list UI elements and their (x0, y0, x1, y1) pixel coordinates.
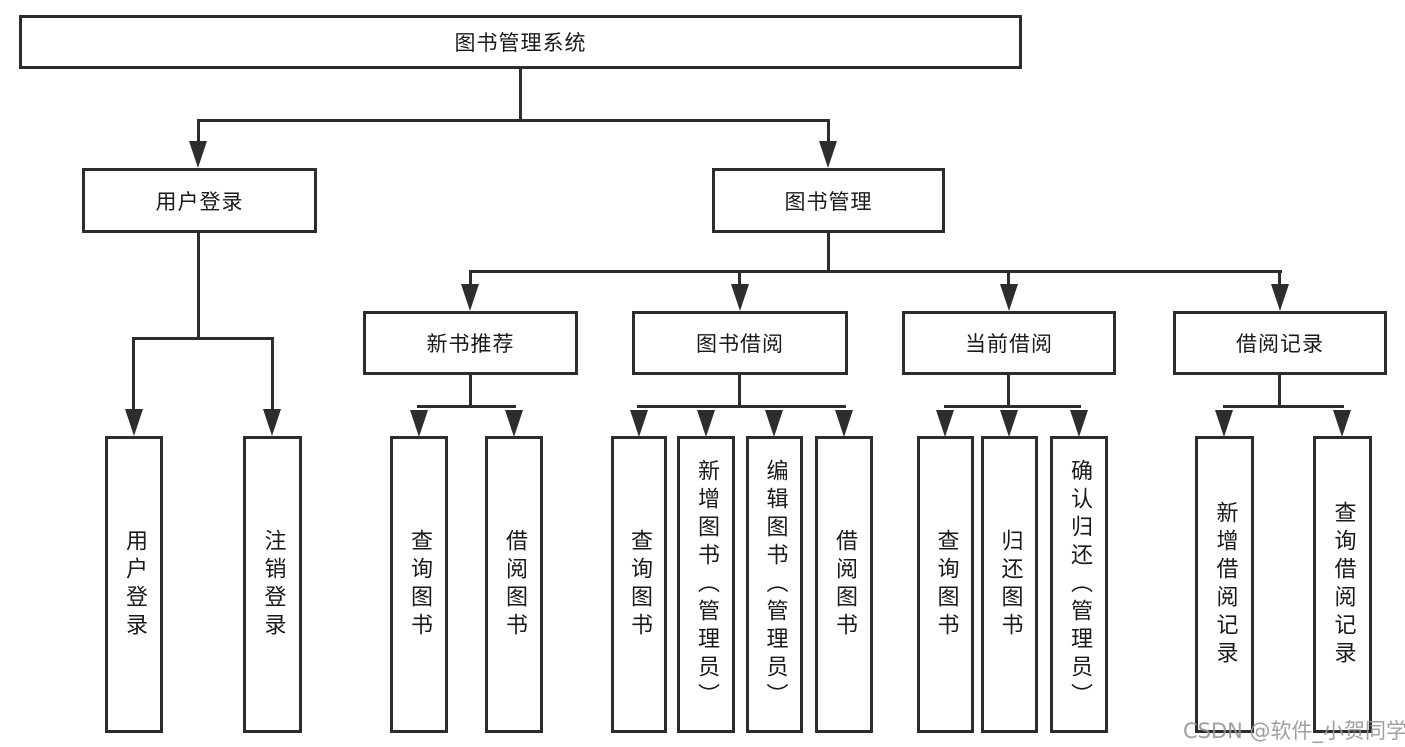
node-label: 用户登录 (155, 189, 244, 214)
arrowhead-leaf (1333, 410, 1351, 437)
leaf-label: 查询图书 (627, 528, 652, 641)
connector-shaft (197, 119, 200, 145)
connector-stem (469, 375, 472, 408)
arrowhead-leaf (410, 410, 428, 437)
node-user-login: 用户登录 (82, 168, 317, 233)
leaf-borrow-books: 借阅图书 (815, 436, 873, 733)
connector-shaft (271, 337, 274, 410)
node-label: 图书管理 (784, 189, 873, 214)
leaf-confirm-return-admin: 确认归还（管理员） (1050, 436, 1108, 733)
arrowhead-leaf (765, 410, 783, 437)
connector-shaft (1278, 270, 1281, 286)
arrowhead-leaf (936, 410, 954, 437)
arrowhead-leaf (697, 410, 715, 437)
connector-rail (637, 405, 846, 408)
leaf-label: 查询图书 (407, 528, 432, 641)
leaf-query-books: 查询图书 (917, 436, 974, 733)
leaf-borrow-books: 借阅图书 (485, 436, 543, 733)
leaf-label: 注销登录 (260, 528, 286, 641)
arrowhead-book-borrowing (731, 284, 749, 311)
arrowhead-login-leaf (125, 409, 143, 436)
connector-rail (1223, 405, 1344, 408)
connector-rail (944, 405, 1081, 408)
leaf-query-borrow-record: 查询借阅记录 (1313, 436, 1372, 733)
node-label: 借阅记录 (1236, 332, 1324, 356)
connector-book-management-stem (827, 233, 830, 270)
leaf-label: 确认归还（管理员） (1067, 458, 1092, 711)
connector-level1-rail (197, 119, 830, 122)
arrowhead-leaf (1215, 410, 1233, 437)
connector-stem (1007, 375, 1010, 408)
leaf-query-books: 查询图书 (390, 436, 448, 733)
arrowhead-current-borrowing (1000, 284, 1018, 311)
arrowhead-borrowing-records (1271, 284, 1289, 311)
node-book-borrowing: 图书借阅 (632, 311, 848, 375)
connector-root-stem (519, 69, 522, 119)
leaf-add-borrow-record: 新增借阅记录 (1195, 436, 1254, 733)
leaf-add-books-admin: 新增图书（管理员） (677, 436, 735, 733)
leaf-label: 编辑图书（管理员） (762, 458, 788, 711)
node-label: 当前借阅 (965, 332, 1053, 356)
node-book-management: 图书管理 (712, 168, 945, 233)
node-current-borrowing: 当前借阅 (902, 311, 1116, 375)
arrowhead-user-login (189, 141, 207, 168)
connector-user-login-stem (197, 233, 200, 337)
node-borrowing-records: 借阅记录 (1173, 311, 1387, 375)
connector-level2-rail (469, 270, 1282, 273)
node-new-book-recommendation: 新书推荐 (363, 311, 578, 375)
leaf-query-books: 查询图书 (611, 436, 667, 733)
node-label: 图书管理系统 (454, 31, 587, 55)
connector-user-login-rail (132, 337, 274, 340)
leaf-return-books: 归还图书 (981, 436, 1038, 733)
leaf-label: 用户登录 (122, 528, 147, 641)
leaf-logout: 注销登录 (243, 436, 302, 733)
connector-shaft (827, 119, 830, 145)
leaf-label: 新增图书（管理员） (694, 458, 719, 711)
connector-rail (417, 405, 516, 408)
connector-shaft (469, 270, 472, 286)
arrowhead-leaf (630, 410, 648, 437)
leaf-label: 借阅图书 (502, 528, 527, 641)
leaf-edit-books-admin: 编辑图书（管理员） (746, 436, 803, 733)
connector-shaft (1007, 270, 1010, 286)
arrowhead-new-books (461, 284, 479, 311)
connector-shaft (132, 337, 135, 410)
arrowhead-leaf (505, 410, 523, 437)
leaf-label: 归还图书 (997, 528, 1023, 641)
node-label: 新书推荐 (426, 332, 515, 356)
leaf-label: 查询借阅记录 (1330, 500, 1356, 669)
connector-shaft (738, 270, 741, 286)
csdn-watermark: CSDN @软件_小贺同学 (1183, 719, 1405, 743)
connector-stem (738, 375, 741, 408)
leaf-label: 新增借阅记录 (1212, 500, 1238, 669)
connector-stem (1278, 375, 1281, 408)
arrowhead-leaf (1000, 410, 1018, 437)
arrowhead-book-management (819, 141, 837, 168)
node-label: 图书借阅 (696, 332, 784, 356)
arrowhead-leaf (835, 410, 853, 437)
arrowhead-leaf (1070, 410, 1088, 437)
leaf-label: 查询图书 (933, 528, 959, 641)
node-library-management-system: 图书管理系统 (19, 15, 1022, 69)
leaf-user-login: 用户登录 (105, 436, 163, 733)
arrowhead-logout-leaf (263, 409, 281, 436)
leaf-label: 借阅图书 (832, 528, 857, 641)
